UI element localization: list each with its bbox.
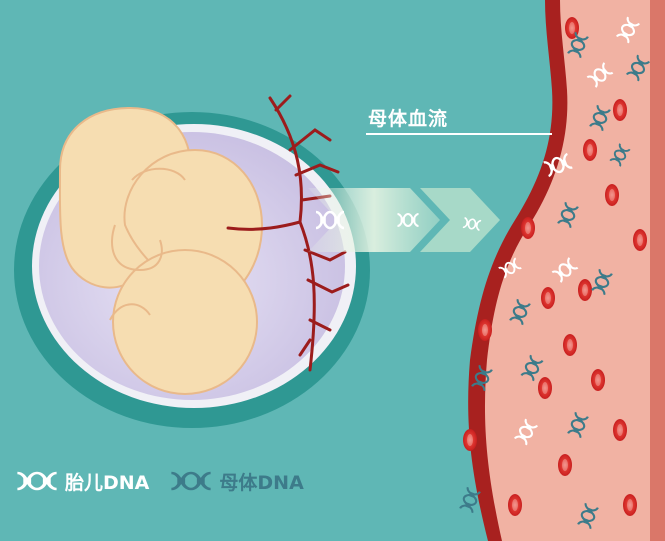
red-blood-cell-icon bbox=[508, 494, 522, 516]
red-blood-cell-icon bbox=[578, 279, 592, 301]
dna-helix-icon bbox=[169, 471, 213, 491]
label-underline bbox=[366, 133, 552, 135]
red-blood-cell-icon bbox=[463, 429, 477, 451]
red-blood-cell-icon bbox=[538, 377, 552, 399]
legend-label-fetal: 胎儿DNA bbox=[65, 468, 149, 495]
red-blood-cell-icon bbox=[541, 287, 555, 309]
red-blood-cell-icon bbox=[613, 99, 627, 121]
legend-item-fetal: 胎儿DNA bbox=[15, 468, 149, 495]
red-blood-cell-icon bbox=[613, 419, 627, 441]
red-blood-cell-icon bbox=[521, 217, 535, 239]
red-blood-cell-icon bbox=[623, 494, 637, 516]
legend-label-maternal: 母体DNA bbox=[219, 468, 303, 495]
red-blood-cell-icon bbox=[591, 369, 605, 391]
legend-item-maternal: 母体DNA bbox=[169, 468, 303, 495]
dna-helix-icon bbox=[15, 471, 59, 491]
red-blood-cell-icon bbox=[583, 139, 597, 161]
maternal-blood-label: 母体血流 bbox=[368, 104, 448, 131]
red-blood-cell-icon bbox=[558, 454, 572, 476]
red-blood-cell-icon bbox=[563, 334, 577, 356]
red-blood-cell-icon bbox=[633, 229, 647, 251]
red-blood-cell-icon bbox=[605, 184, 619, 206]
red-blood-cell-icon bbox=[478, 319, 492, 341]
legend: 胎儿DNA 母体DNA bbox=[15, 466, 324, 496]
